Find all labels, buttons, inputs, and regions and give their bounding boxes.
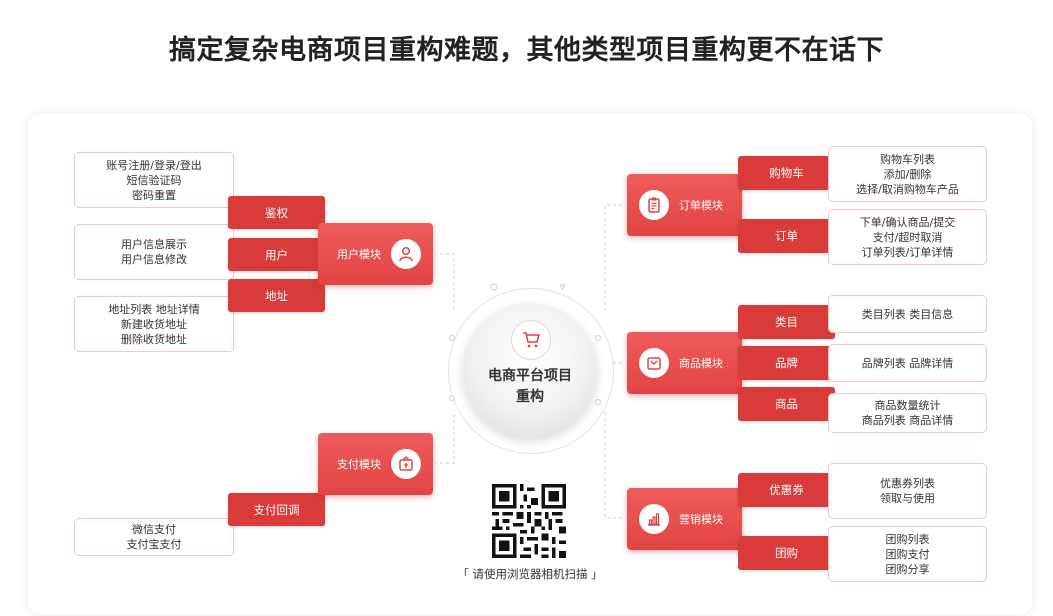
sub-address: 地址 (228, 279, 325, 312)
desc-user: 用户信息展示 用户信息修改 (74, 224, 234, 280)
sub-coupon: 优惠券 (738, 473, 835, 507)
sub-cart: 购物车 (738, 156, 835, 190)
module-marketing: 营销模块 (627, 488, 742, 550)
desc-order: 下单/确认商品/提交 支付/超时取消 订单列表/订单详情 (828, 209, 987, 265)
desc-product: 商品数量统计 商品列表 商品详情 (828, 393, 987, 433)
page-title: 搞定复杂电商项目重构难题，其他类型项目重构更不在话下 (169, 35, 884, 66)
wallet-icon (391, 449, 421, 479)
module-user: 用户模块 (318, 223, 433, 285)
desc-group: 团购列表 团购支付 团购分享 (828, 526, 987, 582)
box-icon (639, 348, 669, 378)
module-product: 商品模块 (627, 332, 742, 394)
qr-caption: 「 请使用浏览器相机扫描 」 (457, 567, 603, 581)
desc-auth: 账号注册/登录/登出 短信验证码 密码重置 (74, 152, 234, 208)
sub-order: 订单 (738, 219, 835, 253)
shopping-cart-icon (511, 320, 551, 360)
desc-category: 类目列表 类目信息 (828, 295, 987, 333)
sub-brand: 品牌 (738, 346, 835, 380)
module-payment: 支付模块 (318, 433, 433, 495)
sub-payback: 支付回调 (228, 493, 325, 526)
module-order: 订单模块 (627, 174, 742, 236)
sub-user: 用户 (228, 238, 325, 271)
sub-group: 团购 (738, 536, 835, 570)
qr-code[interactable] (492, 484, 566, 558)
desc-cart: 购物车列表 添加/删除 选择/取消购物车产品 (828, 146, 987, 202)
sub-product: 商品 (738, 387, 835, 421)
hub-label: 电商平台项目 重构 (488, 368, 572, 405)
clipboard-icon (639, 190, 669, 220)
sub-category: 类目 (738, 305, 835, 339)
desc-brand: 品牌列表 品牌详情 (828, 344, 987, 382)
bar-chart-icon (639, 504, 669, 534)
desc-address: 地址列表 地址详情 新建收货地址 删除收货地址 (74, 296, 234, 352)
desc-coupon: 优惠券列表 领取与使用 (828, 463, 987, 519)
user-icon (391, 239, 421, 269)
sub-auth: 鉴权 (228, 196, 325, 229)
desc-payback: 微信支付 支付宝支付 (74, 518, 234, 556)
hub-ring (448, 288, 614, 454)
